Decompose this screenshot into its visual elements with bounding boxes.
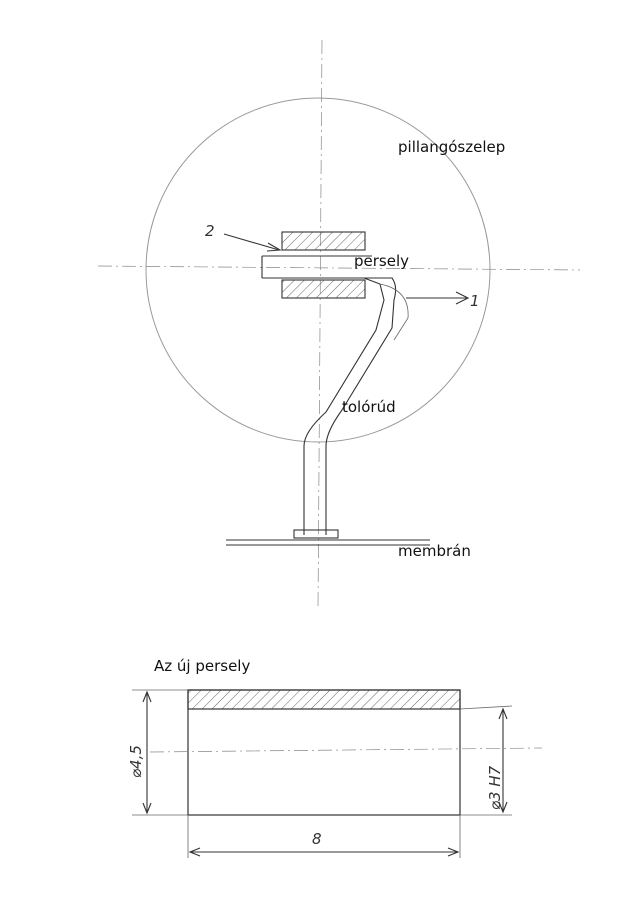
push-rod xyxy=(303,277,409,535)
label-membrane: membrán xyxy=(398,542,471,560)
rod-foot xyxy=(226,529,430,546)
bushing-hatched-wall xyxy=(187,689,461,710)
detail-title: Az új persely xyxy=(154,657,250,675)
valve-assembly-view: 2 1 pillangószelep persely tolórúd membr… xyxy=(97,39,581,609)
inner-diameter-label: ⌀3 H7 xyxy=(486,765,504,810)
outer-diameter-dimension: ⌀4,5 xyxy=(127,689,188,816)
foot-plate xyxy=(293,529,339,539)
butterfly-valve-circle xyxy=(145,97,491,443)
length-dimension: 8 xyxy=(187,815,461,858)
bushing-section xyxy=(281,231,366,299)
callout-1: 1 xyxy=(406,291,480,310)
bushing-center-axis xyxy=(149,747,543,753)
inner-diameter-dimension: ⌀3 H7 xyxy=(459,705,513,816)
new-bushing-detail: Az új persely ⌀4,5 ⌀3 H7 xyxy=(127,657,543,858)
length-label: 8 xyxy=(312,830,322,848)
label-valve: pillangószelep xyxy=(398,138,505,156)
outer-diameter-label: ⌀4,5 xyxy=(127,745,145,778)
label-bushing: persely xyxy=(354,252,409,270)
callout-1-marker: 1 xyxy=(470,292,480,310)
horizontal-center-axis xyxy=(97,265,581,271)
bushing-upper-half xyxy=(281,231,366,251)
callout-2: 2 xyxy=(205,222,282,252)
vertical-center-axis xyxy=(317,39,323,609)
label-rod: tolórúd xyxy=(342,398,396,416)
callout-2-marker: 2 xyxy=(205,222,215,240)
shaft-pin xyxy=(261,255,372,279)
bushing-lower-half xyxy=(281,279,366,299)
